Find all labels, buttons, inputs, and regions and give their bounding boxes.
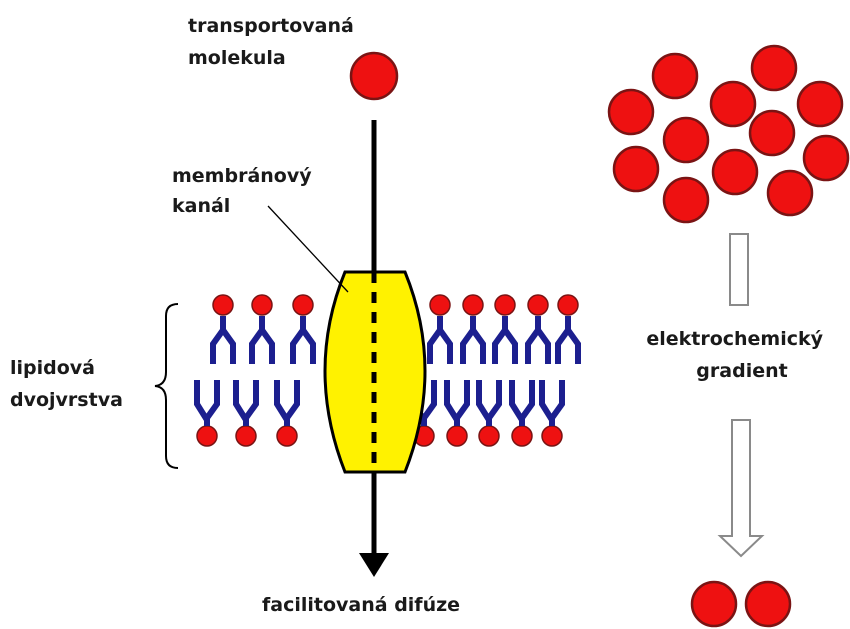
gradient-molecule [653,54,697,98]
lipid-tail-lower [207,380,217,418]
lipid-head-lower [447,426,467,446]
lipid-tail-upper [505,330,515,364]
lipid-tail-lower [236,380,246,426]
gradient-molecule [664,118,708,162]
lipid-head-upper [213,295,233,315]
gradient-molecule [711,82,755,126]
lipid-tail-lower [457,380,467,418]
gradient-molecule [713,150,757,194]
lipid-tail-upper [495,316,505,364]
lipid-tail-upper [473,330,483,364]
lipid-tail-upper [568,330,578,364]
lipid-tail-upper [463,316,473,364]
lipid-tail-lower [512,380,522,426]
gradient-arrow-lower [720,420,762,556]
lipid-head-lower [277,426,297,446]
bilayer-label: lipidová dvojvrstva [10,357,123,411]
lipid-tail-upper [223,330,233,364]
molecule-label-line1: transportovaná [188,15,354,37]
channel-label-line2: kanál [172,195,230,217]
lipid-head-upper [463,295,483,315]
gradient-label-line2: gradient [696,360,787,382]
lipid-tail-upper [558,316,568,364]
lipid-tail-lower [489,380,499,418]
lipid-tail-lower [522,380,532,418]
lipid-tail-upper [293,316,303,364]
gradient-molecule [768,171,812,215]
lipid-head-lower [542,426,562,446]
low-concentration-cluster [692,582,790,626]
gradient-molecule [798,82,842,126]
gradient-molecule [609,90,653,134]
lipid-tail-upper [213,316,223,364]
lipid-head-upper [430,295,450,315]
gradient-molecule [664,178,708,222]
lipid-tail-lower [287,380,297,418]
gradient-label: elektrochemický gradient [646,328,829,382]
lipid-head-lower [236,426,256,446]
transported-molecule [351,53,397,99]
molecule-label-line2: molekula [188,47,286,69]
bilayer-bracket [155,304,178,468]
lipid-tail-upper [528,316,538,364]
lipid-tail-lower [277,380,287,426]
lipid-head-upper [558,295,578,315]
lipid-tail-lower [552,380,562,418]
lipid-head-upper [528,295,548,315]
high-concentration-cluster [609,46,848,222]
diffusion-label: facilitovaná difúze [262,594,460,616]
lipid-head-lower [479,426,499,446]
bilayer-label-line1: lipidová [10,357,95,379]
lipid-tail-lower [246,380,256,418]
lipid-tail-upper [440,330,450,364]
path-arrowhead [359,553,389,577]
gradient-molecule [746,582,790,626]
lipid-tail-lower [542,380,552,426]
molecule-label: transportovaná molekula [188,15,360,69]
gradient-molecule [804,136,848,180]
lipid-head-upper [252,295,272,315]
gradient-molecule [614,147,658,191]
lipid-tail-upper [430,316,440,364]
lipid-tail-lower [479,380,489,426]
lipid-head-upper [293,295,313,315]
lipid-tail-lower [447,380,457,426]
gradient-label-line1: elektrochemický [646,328,823,350]
gradient-arrow-upper [730,234,748,305]
gradient-molecule [750,111,794,155]
lipid-head-upper [495,295,515,315]
channel-pointer-line [268,206,348,292]
lipid-tail-upper [303,330,313,364]
lipid-tail-upper [252,316,262,364]
channel-label-line1: membránový [172,165,312,187]
lipid-head-lower [197,426,217,446]
gradient-molecule [692,582,736,626]
lipid-head-lower [512,426,532,446]
channel-label: membránový kanál [172,165,318,217]
lipid-tail-upper [538,330,548,364]
bilayer-label-line2: dvojvrstva [10,389,123,411]
lipid-tail-lower [197,380,207,426]
gradient-molecule [752,46,796,90]
lipid-tail-upper [262,330,272,364]
